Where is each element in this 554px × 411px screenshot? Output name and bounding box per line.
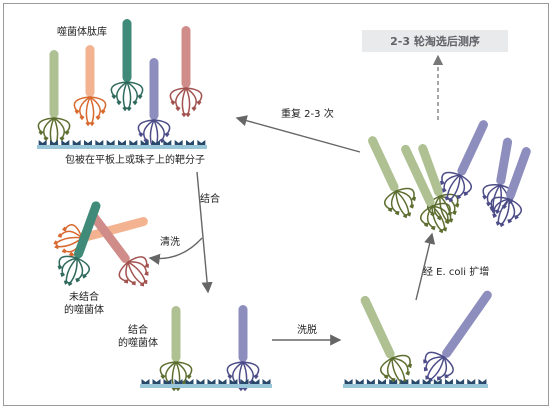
binding-arrow	[196, 171, 213, 294]
unbound-phage-rose	[90, 213, 149, 287]
amplify-arrow	[415, 232, 436, 301]
bound-phage-purple	[226, 305, 260, 392]
amplified-phage-green-2	[418, 144, 460, 225]
repeat-arrow	[235, 115, 361, 153]
library-phage-orange	[73, 45, 107, 127]
target-plate-bottom	[140, 379, 272, 388]
amplified-phage-green-1	[368, 136, 417, 219]
eluted-phage-green	[360, 295, 413, 386]
coated-target-label: 包被在平板上或珠子上的靶分子	[65, 155, 205, 166]
amplified-phage-green-3	[401, 144, 453, 234]
unbound-phage-label: 未结合 的噬菌体	[64, 292, 104, 316]
library-phage-green	[37, 50, 71, 148]
library-phage-teal	[110, 19, 144, 112]
figure-border	[3, 3, 549, 406]
binding-label: 结合	[200, 194, 220, 205]
unbound-phage-teal	[57, 201, 101, 287]
amplified-phage-purple-1	[439, 120, 488, 203]
amplified-phage-purple-3	[489, 147, 531, 228]
amplify-label: 经 E. coli 扩增	[423, 267, 490, 278]
unbound-phage-orange	[53, 217, 148, 257]
wash-arrow	[148, 237, 203, 265]
phage-library-label: 噬菌体肽库	[57, 27, 107, 38]
library-phage-rose	[169, 26, 203, 118]
library-phage-purple	[137, 58, 171, 150]
final-step-box: 2-3 轮淘选后测序	[362, 30, 508, 52]
bound-phage-green	[159, 306, 193, 392]
repeat-label: 重复 2-3 次	[281, 109, 334, 120]
target-plate-eluted	[343, 379, 488, 388]
elution-label: 洗脱	[297, 325, 317, 336]
bound-phage-label: 结合 的噬菌体	[118, 325, 158, 349]
wash-label: 清洗	[160, 237, 180, 248]
eluted-phage-purple	[423, 290, 492, 383]
target-plate-top	[37, 140, 207, 149]
